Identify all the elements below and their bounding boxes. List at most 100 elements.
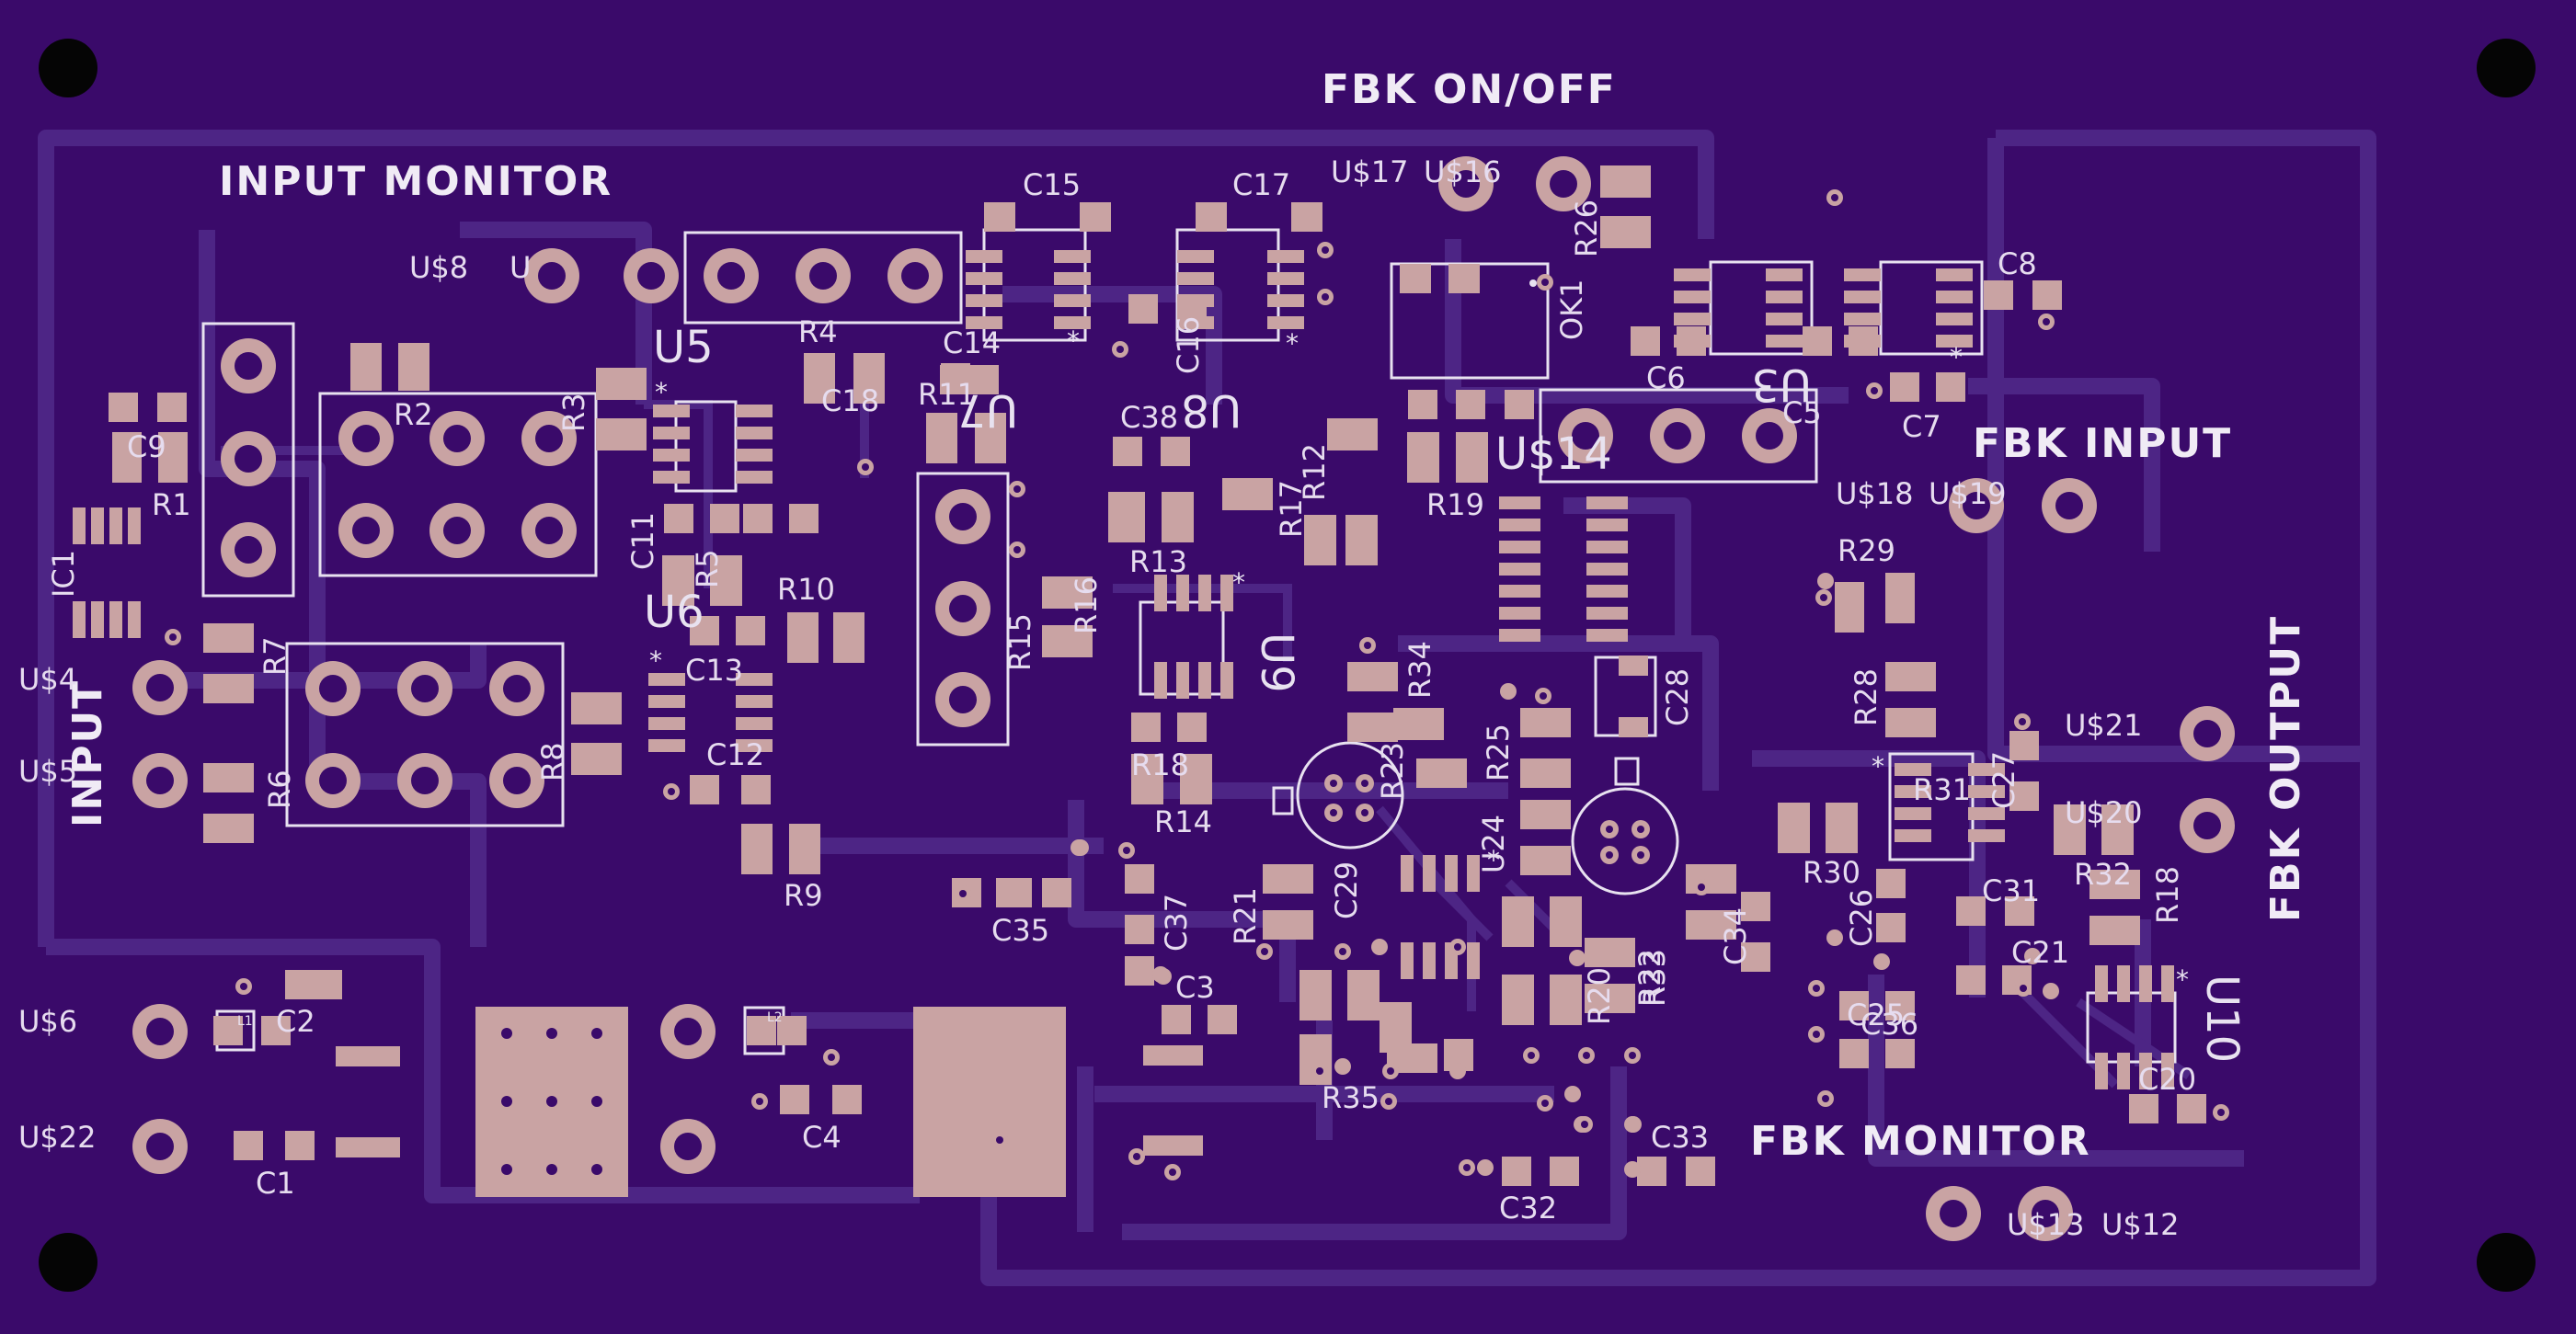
ref-r9: R9	[784, 878, 823, 913]
ref-r12: R12	[1297, 443, 1332, 501]
ref-u9: U9	[1251, 633, 1302, 693]
ref-designators: U$8 U U5 R4 C15 C17 U$17 U$16 R26 C14 C1…	[18, 154, 2248, 1242]
ref-r15: R15	[1002, 613, 1037, 671]
svg-text:*: *	[1872, 751, 1884, 781]
ref-c20: C20	[2138, 1062, 2196, 1097]
ref-c2: C2	[276, 1004, 315, 1039]
mounting-hole-top-left	[39, 39, 97, 97]
ref-r16: R16	[1069, 576, 1104, 634]
pad-large-right	[913, 1007, 1066, 1197]
label-fbk-monitor: FBK MONITOR	[1750, 1118, 2091, 1165]
ref-c16: C16	[1171, 316, 1206, 374]
outline-tab-1	[1272, 786, 1294, 815]
ref-c33: C33	[1651, 1120, 1709, 1155]
ref-u4: U$4	[18, 662, 77, 697]
ref-u3: U3	[1751, 359, 1812, 410]
svg-text:*: *	[655, 377, 668, 407]
ref-u5b: U$5	[18, 754, 77, 789]
ref-u22: U$22	[18, 1120, 97, 1155]
ref-r14: R14	[1154, 804, 1212, 839]
ref-r29: R29	[1838, 533, 1895, 568]
label-input-monitor: INPUT MONITOR	[219, 158, 613, 205]
outline-u11-chip	[1888, 752, 1975, 861]
ref-r8: R8	[535, 742, 570, 781]
outline-r2-block	[318, 392, 598, 577]
ref-r31: R31	[1913, 772, 1971, 807]
ref-c26: C26	[1844, 889, 1879, 947]
svg-text:*: *	[649, 645, 662, 676]
ref-r4: R4	[798, 314, 838, 349]
ref-c35: C35	[991, 913, 1049, 948]
ref-c29: C29	[1329, 861, 1364, 919]
ref-r1: R1	[152, 487, 191, 522]
ref-c18: C18	[821, 383, 879, 418]
mounting-hole-top-right	[2477, 39, 2536, 97]
large-pad-vias	[501, 1028, 602, 1175]
label-input: INPUT	[64, 679, 111, 827]
ref-c9: C9	[127, 429, 166, 464]
ref-c14: C14	[943, 325, 1001, 360]
svg-text:*: *	[1286, 328, 1299, 359]
label-fbk-onoff: FBK ON/OFF	[1322, 66, 1617, 113]
ref-r19: R19	[1426, 487, 1484, 522]
ref-u13: U$13	[2007, 1207, 2085, 1242]
transistor-leg-drills	[1330, 780, 1644, 859]
ref-u21: U$21	[2065, 708, 2143, 743]
ref-r21: R21	[1228, 887, 1263, 945]
l1-label: L1	[237, 1014, 253, 1029]
ref-r10: R10	[777, 572, 835, 607]
svg-text:*: *	[2176, 964, 2189, 995]
ref-u17: U$17	[1331, 154, 1409, 189]
smd-pads	[73, 165, 2206, 1186]
pin1-markers: ** ** ** ** *	[649, 325, 2189, 995]
ref-c7: C7	[1902, 409, 1941, 444]
ref-c13: C13	[685, 653, 743, 688]
ref-ok1: OK1	[1554, 279, 1589, 340]
ref-c12: C12	[706, 737, 764, 772]
ref-u12: U$12	[2101, 1207, 2180, 1242]
ref-r11: R11	[918, 377, 976, 412]
ref-c17: C17	[1232, 167, 1290, 202]
ref-r18b: R18	[1131, 747, 1189, 782]
ref-r7: R7	[258, 636, 292, 676]
ref-u8-chip: U8	[1181, 384, 1242, 436]
ref-r30: R30	[1803, 855, 1860, 890]
mounting-holes	[39, 39, 2536, 1292]
ref-c37: C37	[1159, 894, 1194, 952]
ref-c21: C21	[2011, 935, 2069, 970]
ref-c8: C8	[1998, 246, 2037, 281]
ref-r6: R6	[262, 770, 297, 809]
through-hole-pads	[132, 156, 2235, 1241]
outline-transistor-1	[1296, 741, 1404, 849]
outline-r15-pot	[916, 472, 1010, 747]
ref-u6: U6	[644, 587, 704, 638]
l2-label: L2	[767, 1010, 783, 1025]
ref-r13: R13	[1129, 544, 1187, 579]
ref-r22: R22	[1632, 949, 1667, 1007]
ref-c36: C36	[1860, 1007, 1918, 1042]
ref-c6: C6	[1646, 360, 1686, 395]
ok1-pin1-dot	[1529, 279, 1537, 287]
ref-c34: C34	[1718, 907, 1753, 965]
svg-text:*: *	[1067, 325, 1080, 356]
outline-u10-chip	[2086, 991, 2177, 1064]
ref-r18: R18	[2150, 866, 2185, 924]
outline-r6-block	[285, 642, 565, 827]
ref-u18: U$18	[1836, 476, 1914, 511]
ref-u7: U7	[957, 384, 1018, 436]
ref-r17: R17	[1274, 480, 1309, 538]
svg-text:*: *	[1487, 845, 1500, 875]
mounting-hole-bottom-right	[2477, 1233, 2536, 1292]
ref-u8: U$8	[409, 250, 468, 285]
ref-u-partial: U	[509, 250, 531, 285]
ref-c11: C11	[625, 512, 660, 570]
mounting-hole-bottom-left	[39, 1233, 97, 1292]
ref-u14: U$14	[1495, 428, 1612, 480]
ref-r3: R3	[556, 393, 591, 432]
ref-u6b: U$6	[18, 1004, 77, 1039]
ref-u5: U5	[653, 322, 714, 373]
ref-r2: R2	[394, 397, 433, 432]
ref-c1: C1	[256, 1166, 295, 1201]
